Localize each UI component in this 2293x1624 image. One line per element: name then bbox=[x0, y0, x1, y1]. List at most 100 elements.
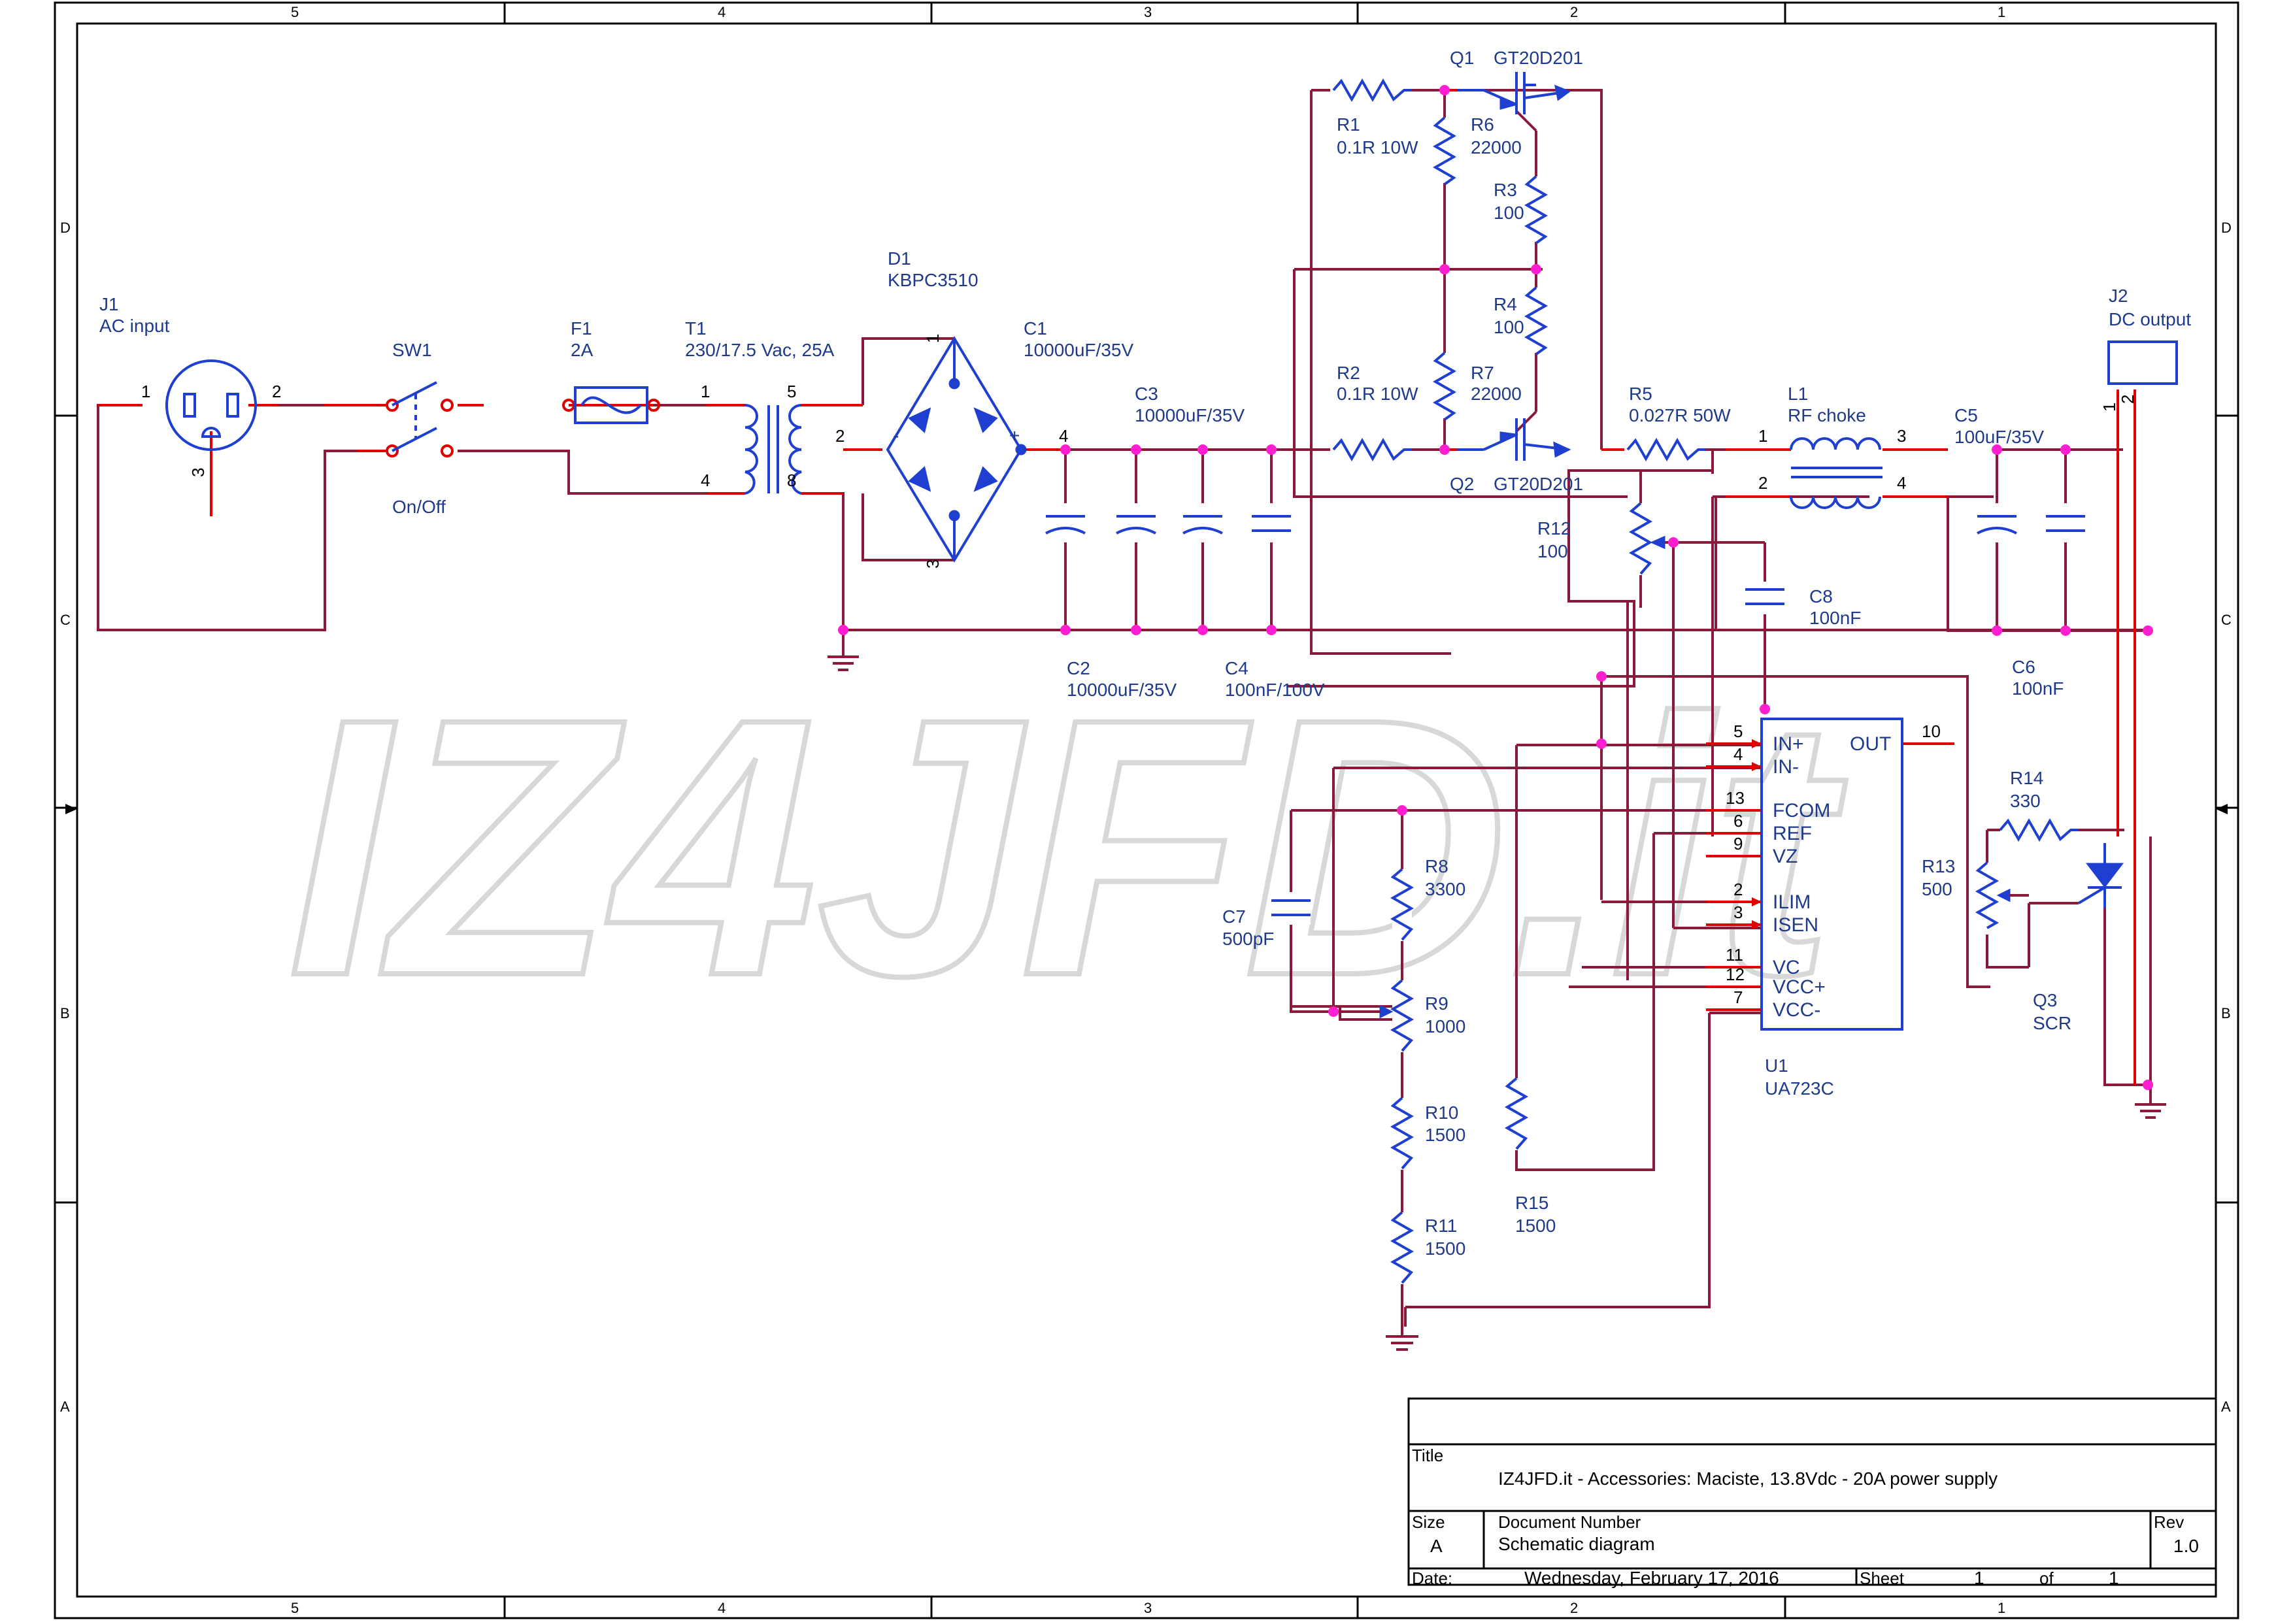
sw1-value: On/Off bbox=[392, 497, 446, 517]
u1-pin-num-2: 2 bbox=[1733, 880, 1743, 899]
j2-pin-1: 1 bbox=[2100, 403, 2119, 412]
r14-value: 330 bbox=[2010, 791, 2041, 811]
u1-pin-name-ilim: ILIM bbox=[1773, 891, 1811, 913]
r5-shunt-resistor bbox=[1624, 437, 1726, 464]
c5-value: 100uF/35V bbox=[1954, 427, 2044, 447]
svg-text:-: - bbox=[893, 425, 899, 446]
c3-ref: C3 bbox=[1135, 384, 1158, 404]
r2-value: 0.1R 10W bbox=[1337, 384, 1418, 404]
j2-dc-connector bbox=[2107, 340, 2178, 385]
r6-value: 22000 bbox=[1471, 137, 1522, 157]
u1-pin-num-6: 6 bbox=[1733, 811, 1743, 831]
c7-ref: C7 bbox=[1222, 906, 1246, 927]
sheet-value: 1 bbox=[1974, 1568, 1984, 1588]
q3-value: SCR bbox=[2033, 1013, 2071, 1033]
zone-top-5: 5 bbox=[291, 4, 299, 20]
l1-pin-3: 3 bbox=[1897, 426, 1906, 446]
l1-pin-1: 1 bbox=[1758, 426, 1767, 446]
d1-pin-4: 4 bbox=[1059, 426, 1068, 446]
l1-rf-choke bbox=[1790, 437, 1883, 509]
docnum-label: Document Number bbox=[1498, 1512, 1641, 1532]
r9-value: 1000 bbox=[1425, 1016, 1465, 1036]
sheet-total: 1 bbox=[2109, 1568, 2119, 1588]
r13-ref: R13 bbox=[1922, 856, 1955, 876]
l1-ref: L1 bbox=[1788, 384, 1808, 404]
c8-ref: C8 bbox=[1809, 586, 1833, 606]
r12-ref: R12 bbox=[1537, 518, 1571, 539]
r8-value: 3300 bbox=[1425, 879, 1465, 899]
u1-pin-name-in-minus: IN- bbox=[1773, 756, 1799, 778]
zone-right-d: D bbox=[2221, 220, 2232, 236]
u1-pin-name-vcc-minus: VCC- bbox=[1773, 999, 1820, 1021]
c1-ref: C1 bbox=[1024, 318, 1047, 339]
j1-ac-connector bbox=[165, 359, 257, 451]
zone-top-2: 2 bbox=[1570, 4, 1578, 20]
d1-ref: D1 bbox=[888, 248, 911, 269]
date-value: Wednesday, February 17, 2016 bbox=[1524, 1568, 1779, 1588]
zone-labels: 5 4 3 2 1 5 4 3 2 1 D C B A D C B A bbox=[60, 4, 2232, 1616]
r1-r2-emitter-resistors bbox=[1330, 78, 1445, 464]
c2-ref: C2 bbox=[1067, 658, 1090, 678]
pin-numbers: 1 2 3 1 4 5 8 1 2 3 4 1 2 3 4 1 2 bbox=[141, 334, 2137, 569]
zone-left-a: A bbox=[60, 1399, 70, 1415]
r7-ref: R7 bbox=[1471, 363, 1494, 383]
u1-pin-num-13: 13 bbox=[1726, 788, 1745, 808]
j1-pin-2: 2 bbox=[272, 382, 281, 401]
c4-ref: C4 bbox=[1225, 658, 1248, 678]
f1-fuse bbox=[562, 386, 660, 424]
zone-bottom-3: 3 bbox=[1144, 1600, 1152, 1616]
zone-top-3: 3 bbox=[1144, 4, 1152, 20]
zone-bottom-2: 2 bbox=[1570, 1600, 1578, 1616]
u1-pin-name-vz: VZ bbox=[1773, 846, 1798, 867]
j1-value: AC input bbox=[99, 316, 170, 336]
r4-value: 100 bbox=[1494, 317, 1524, 337]
zone-top-4: 4 bbox=[718, 4, 726, 20]
zone-left-d: D bbox=[60, 220, 71, 236]
r8-ref: R8 bbox=[1425, 856, 1448, 876]
q2-ref: Q2 bbox=[1450, 474, 1474, 494]
u1-value: UA723C bbox=[1765, 1078, 1834, 1099]
zone-bottom-1: 1 bbox=[1998, 1600, 2005, 1616]
size-label: Size bbox=[1412, 1512, 1445, 1532]
f1-value: 2A bbox=[571, 340, 594, 360]
junction-dots bbox=[838, 85, 2153, 1090]
r9-ref: R9 bbox=[1425, 993, 1448, 1014]
u1-pin-num-3: 3 bbox=[1733, 903, 1743, 922]
t1-transformer bbox=[745, 404, 802, 495]
r10-value: 1500 bbox=[1425, 1125, 1465, 1145]
u1-pin-name-isen: ISEN bbox=[1773, 914, 1818, 936]
j1-pin-1: 1 bbox=[141, 382, 150, 401]
c2-value: 10000uF/35V bbox=[1067, 680, 1177, 700]
u1-pin-num-11: 11 bbox=[1726, 945, 1743, 965]
t1-pin-5: 5 bbox=[787, 382, 796, 401]
sheet-frame bbox=[54, 1, 2239, 1619]
t1-pin-8: 8 bbox=[787, 471, 796, 490]
size-value: A bbox=[1430, 1536, 1443, 1556]
sw1-ref: SW1 bbox=[392, 340, 432, 360]
t1-ref: T1 bbox=[685, 318, 707, 339]
r5-value: 0.027R 50W bbox=[1629, 405, 1731, 425]
r14-ref: R14 bbox=[2010, 768, 2043, 788]
docnum-value: Schematic diagram bbox=[1498, 1534, 1655, 1554]
j2-value: DC output bbox=[2109, 309, 2191, 329]
r7-value: 22000 bbox=[1471, 384, 1522, 404]
t1-value: 230/17.5 Vac, 25A bbox=[685, 340, 835, 360]
title-text: IZ4JFD.it - Accessories: Maciste, 13.8Vd… bbox=[1498, 1468, 1998, 1489]
r1-ref: R1 bbox=[1337, 114, 1360, 135]
l1-pin-4: 4 bbox=[1897, 473, 1906, 493]
l1-value: RF choke bbox=[1788, 405, 1866, 425]
r12-value: 100 bbox=[1537, 541, 1568, 561]
r11-value: 1500 bbox=[1425, 1238, 1465, 1259]
u1-pin-name-out: OUT bbox=[1850, 733, 1891, 755]
zone-left-c: C bbox=[60, 612, 71, 628]
u1-pin-num-9: 9 bbox=[1733, 834, 1743, 853]
sw1-switch bbox=[386, 381, 454, 457]
t1-pin-1: 1 bbox=[701, 382, 710, 401]
component-labels: J1 AC input SW1 On/Off F1 2A T1 230/17.5… bbox=[99, 48, 2191, 1259]
q1-value: GT20D201 bbox=[1494, 48, 1583, 68]
rev-value: 1.0 bbox=[2173, 1536, 2199, 1556]
d1-value: KBPC3510 bbox=[888, 270, 979, 290]
title-label: Title bbox=[1412, 1446, 1443, 1465]
